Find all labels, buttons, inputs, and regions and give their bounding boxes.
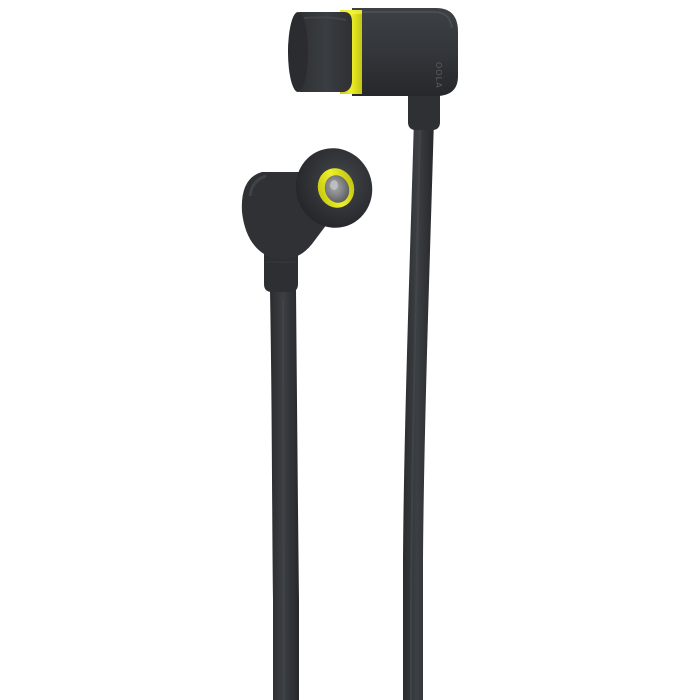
- left-cable: [270, 290, 299, 700]
- right-earbud: OOLA: [288, 8, 458, 130]
- right-cable: [403, 118, 434, 700]
- left-earbud: [241, 148, 373, 292]
- right-housing: [352, 8, 458, 96]
- right-earbud-logo: OOLA: [434, 62, 443, 89]
